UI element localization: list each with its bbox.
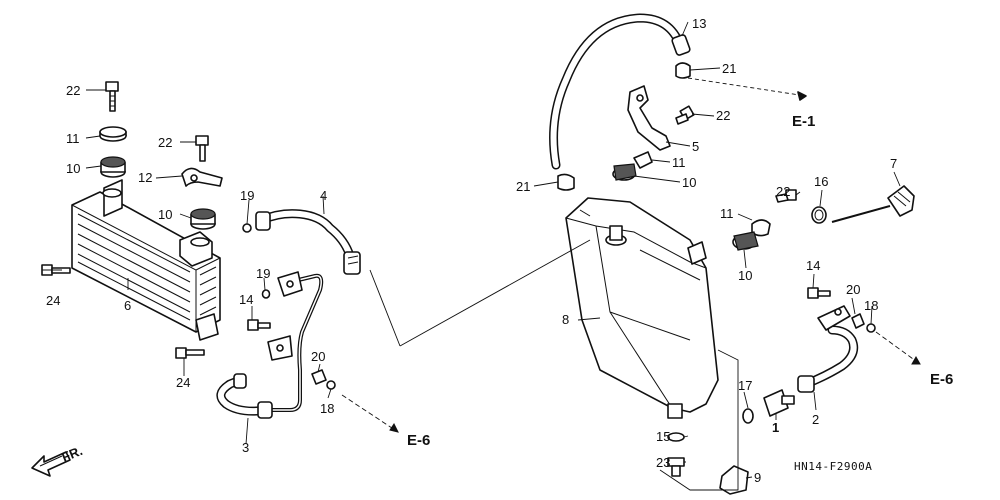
- callout-labels: 22 11 10 22 12 10 24 6 24 19 4 19 14 20 …: [46, 16, 897, 485]
- callout-16: 16: [814, 174, 828, 189]
- bolt-stack-right: [732, 189, 797, 251]
- callout-19: 19: [240, 188, 254, 203]
- bolt-stack-left: [99, 81, 127, 178]
- callout-3: 3: [242, 440, 249, 455]
- oil-hose-4: [255, 209, 361, 275]
- callout-22: 22: [776, 184, 790, 199]
- callout-9: 9: [754, 470, 761, 485]
- callout-21: 21: [516, 179, 530, 194]
- callout-18: 18: [864, 298, 878, 313]
- front-label: FR.: [60, 443, 85, 465]
- callout-4: 4: [320, 188, 327, 203]
- callout-6: 6: [124, 298, 131, 313]
- grommet-stack-tank: [612, 151, 653, 181]
- callout-21: 21: [722, 61, 736, 76]
- callout-19: 19: [256, 266, 270, 281]
- callout-11: 11: [720, 206, 734, 221]
- ref-e1: E-1: [792, 113, 815, 130]
- callout-17: 17: [738, 378, 752, 393]
- callout-10: 10: [738, 268, 752, 283]
- callout-5: 5: [692, 139, 699, 154]
- bracket-5: [627, 85, 671, 151]
- callout-24: 24: [176, 375, 190, 390]
- reference-lines: [341, 77, 921, 491]
- callout-2: 2: [812, 412, 819, 427]
- oil-hose-2: [797, 287, 876, 393]
- ref-e6-left: E-6: [407, 432, 430, 449]
- callout-20: 20: [311, 349, 325, 364]
- callout-10: 10: [682, 175, 696, 190]
- callout-22: 22: [716, 108, 730, 123]
- clip-21-left: [557, 173, 575, 191]
- oil-tank-8: [565, 197, 719, 419]
- callout-10: 10: [66, 161, 80, 176]
- diagram-code: HN14-F2900A: [794, 460, 872, 473]
- bolt-22-tank: [675, 105, 695, 125]
- callout-leaders: [42, 21, 901, 479]
- callout-14: 14: [239, 292, 253, 307]
- callout-22: 22: [158, 135, 172, 150]
- front-arrow: FR.: [31, 443, 85, 477]
- callout-8: 8: [562, 312, 569, 327]
- breather-hose-13: [549, 13, 691, 170]
- callout-24: 24: [46, 293, 60, 308]
- bolt-24-lower: [175, 347, 205, 359]
- drain-parts: [667, 432, 749, 495]
- callout-11: 11: [672, 155, 686, 170]
- callout-7: 7: [890, 156, 897, 171]
- callout-1: 1: [772, 420, 779, 435]
- dipstick-7: [831, 185, 915, 223]
- reference-labels: E-1 E-6 E-6: [389, 91, 953, 449]
- oil-cooler: [71, 179, 221, 341]
- callout-12: 12: [138, 170, 152, 185]
- callout-11: 11: [66, 131, 80, 146]
- bolt-stack-middle: [181, 135, 223, 230]
- callout-10: 10: [158, 207, 172, 222]
- clip-21-top: [675, 62, 691, 79]
- callout-13: 13: [692, 16, 706, 31]
- fitting-1: [763, 389, 795, 417]
- callout-23: 23: [656, 455, 670, 470]
- o-ring-16: [811, 206, 827, 224]
- washer-17: [742, 408, 754, 424]
- callout-18: 18: [320, 401, 334, 416]
- callout-14: 14: [806, 258, 820, 273]
- callout-22: 22: [66, 83, 80, 98]
- callout-20: 20: [846, 282, 860, 297]
- callout-15: 15: [656, 429, 670, 444]
- oil-pipe-3: [216, 271, 324, 419]
- ref-e6-right: E-6: [930, 371, 953, 388]
- small-parts-left: [242, 223, 336, 390]
